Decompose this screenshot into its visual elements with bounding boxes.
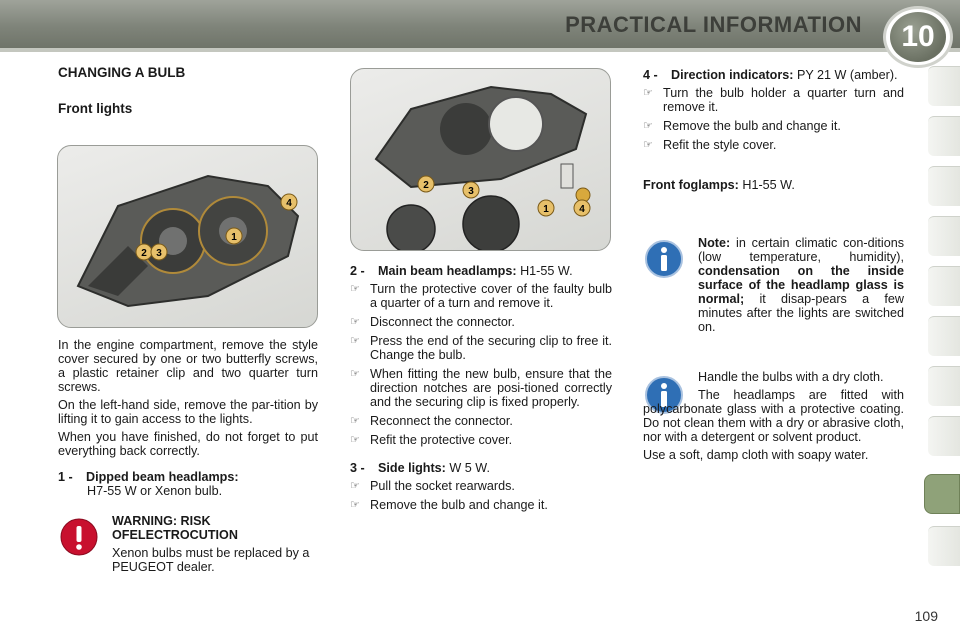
item-dipped-beam: 1 - Dipped beam headlamps: H7-55 W or Xe… — [58, 470, 318, 498]
step: ☞Remove the bulb and change it. — [350, 498, 548, 512]
step: ☞Remove the bulb and change it. — [643, 119, 841, 133]
pointing-hand-icon: ☞ — [350, 368, 360, 380]
note-box: Note: in certain climatic con-ditions (l… — [643, 236, 904, 338]
page-number: 109 — [914, 608, 938, 624]
pointing-hand-icon: ☞ — [350, 335, 360, 347]
step: ☞Refit the style cover. — [643, 138, 777, 152]
foglamps-value: H1-55 W. — [742, 178, 795, 192]
headlamp-parts-photo: 2 3 1 4 — [350, 68, 611, 251]
header-divider — [0, 48, 960, 52]
care-box: Handle the bulbs with a dry cloth. The h… — [643, 370, 904, 466]
item-number: 1 - — [58, 470, 73, 484]
photo-label: 2 — [423, 180, 429, 191]
photo-label: 2 — [141, 248, 147, 259]
pointing-hand-icon: ☞ — [350, 415, 360, 427]
chapter-tab[interactable] — [928, 316, 960, 356]
page-title: PRACTICAL INFORMATION — [565, 12, 862, 37]
chapter-tab[interactable] — [928, 416, 960, 456]
step: ☞Pull the socket rearwards. — [350, 479, 515, 493]
paragraph: On the left-hand side, remove the par-ti… — [58, 398, 318, 426]
item-value: H1-55 W. — [520, 264, 573, 278]
item-number: 4 - — [643, 68, 658, 82]
care-paragraph: Use a soft, damp cloth with soapy water. — [643, 448, 869, 462]
pointing-hand-icon: ☞ — [350, 434, 360, 446]
step: ☞Press the end of the securing clip to f… — [350, 334, 612, 362]
item-direction-indicators: 4 - Direction indicators: PY 21 W (amber… — [643, 68, 904, 82]
item-number: 2 - — [350, 264, 365, 278]
left-column-body: In the engine compartment, remove the st… — [58, 338, 318, 498]
step: ☞When fitting the new bulb, ensure that … — [350, 367, 612, 409]
chapter-tab[interactable] — [928, 166, 960, 206]
item-label: Side lights: — [378, 461, 446, 475]
pointing-hand-icon: ☞ — [643, 120, 653, 132]
headlamp-parts-illustration: 2 3 1 4 — [374, 85, 591, 250]
item-label: Main beam headlamps: — [378, 264, 517, 278]
note-text: in certain climatic con-ditions (low tem… — [698, 236, 905, 264]
photo-label: 1 — [231, 232, 237, 243]
chapter-tab[interactable] — [928, 116, 960, 156]
right-column-body: 4 - Direction indicators: PY 21 W (amber… — [643, 68, 904, 192]
warning-text: Xenon bulbs must be replaced by a PEUGEO… — [112, 546, 310, 574]
pointing-hand-icon: ☞ — [643, 139, 653, 151]
step: ☞Refit the protective cover. — [350, 433, 513, 447]
item-number: 3 - — [350, 461, 365, 475]
pointing-hand-icon: ☞ — [350, 316, 360, 328]
headlamp-rear-illustration: 4 1 2 3 — [76, 174, 300, 308]
foglamps-label: Front foglamps: — [643, 178, 739, 192]
item-label: Direction indicators: — [671, 68, 794, 82]
chapter-number: 10 — [890, 12, 946, 62]
item-value: PY 21 W (amber). — [796, 68, 898, 82]
paragraph: In the engine compartment, remove the st… — [58, 338, 318, 394]
pointing-hand-icon: ☞ — [350, 283, 360, 295]
warning-icon — [60, 518, 98, 556]
item-value: H7-55 W or Xenon bulb. — [87, 484, 223, 498]
step: ☞Disconnect the connector. — [350, 315, 515, 329]
step: ☞Turn the protective cover of the faulty… — [350, 282, 612, 310]
foglamps-line: Front foglamps: H1-55 W. — [643, 178, 904, 192]
chapter-tab[interactable] — [928, 366, 960, 406]
chapter-tab[interactable] — [928, 266, 960, 306]
step: ☞Turn the bulb holder a quarter turn and… — [643, 86, 904, 114]
warning-title: WARNING: RISK OFELECTROCUTION — [112, 514, 238, 542]
chapter-tabs — [924, 66, 960, 576]
headlamp-rear-photo: 4 1 2 3 — [57, 145, 318, 328]
note-lead: Note: — [698, 236, 731, 250]
photo-label: 3 — [156, 248, 162, 259]
photo-label: 3 — [468, 186, 474, 197]
pointing-hand-icon: ☞ — [350, 480, 360, 492]
item-side-lights: 3 - Side lights: W 5 W. — [350, 461, 612, 475]
info-icon — [645, 240, 683, 278]
chapter-tab[interactable] — [928, 526, 960, 566]
photo-label: 1 — [543, 204, 549, 215]
step: ☞Reconnect the connector. — [350, 414, 513, 428]
paragraph: When you have finished, do not forget to… — [58, 430, 318, 458]
section-subtitle: Front lights — [58, 101, 133, 116]
pointing-hand-icon: ☞ — [643, 87, 653, 99]
item-value: W 5 W. — [449, 461, 490, 475]
care-paragraph: The headlamps are fitted with polycarbon… — [643, 388, 904, 444]
chapter-tab-active[interactable] — [924, 474, 960, 514]
middle-column-body: 2 - Main beam headlamps: H1-55 W. ☞Turn … — [350, 264, 612, 517]
warning-box: WARNING: RISK OFELECTROCUTION Xenon bulb… — [112, 514, 320, 574]
care-paragraph: Handle the bulbs with a dry cloth. — [698, 370, 884, 384]
chapter-tab[interactable] — [928, 216, 960, 256]
note-text: it disap-pears a few minutes after the l… — [698, 292, 904, 334]
pointing-hand-icon: ☞ — [350, 499, 360, 511]
info-icon — [645, 376, 683, 414]
section-title: CHANGING A BULB — [58, 65, 186, 80]
header-band — [0, 0, 960, 48]
left-column-heading: CHANGING A BULB Front lights — [58, 66, 318, 116]
item-label: Dipped beam headlamps: — [86, 470, 239, 484]
photo-label: 4 — [286, 198, 292, 209]
note-emphasis: condensation on the inside surface of th… — [698, 264, 904, 306]
photo-label: 4 — [579, 204, 585, 215]
item-main-beam: 2 - Main beam headlamps: H1-55 W. — [350, 264, 612, 278]
chapter-tab[interactable] — [928, 66, 960, 106]
